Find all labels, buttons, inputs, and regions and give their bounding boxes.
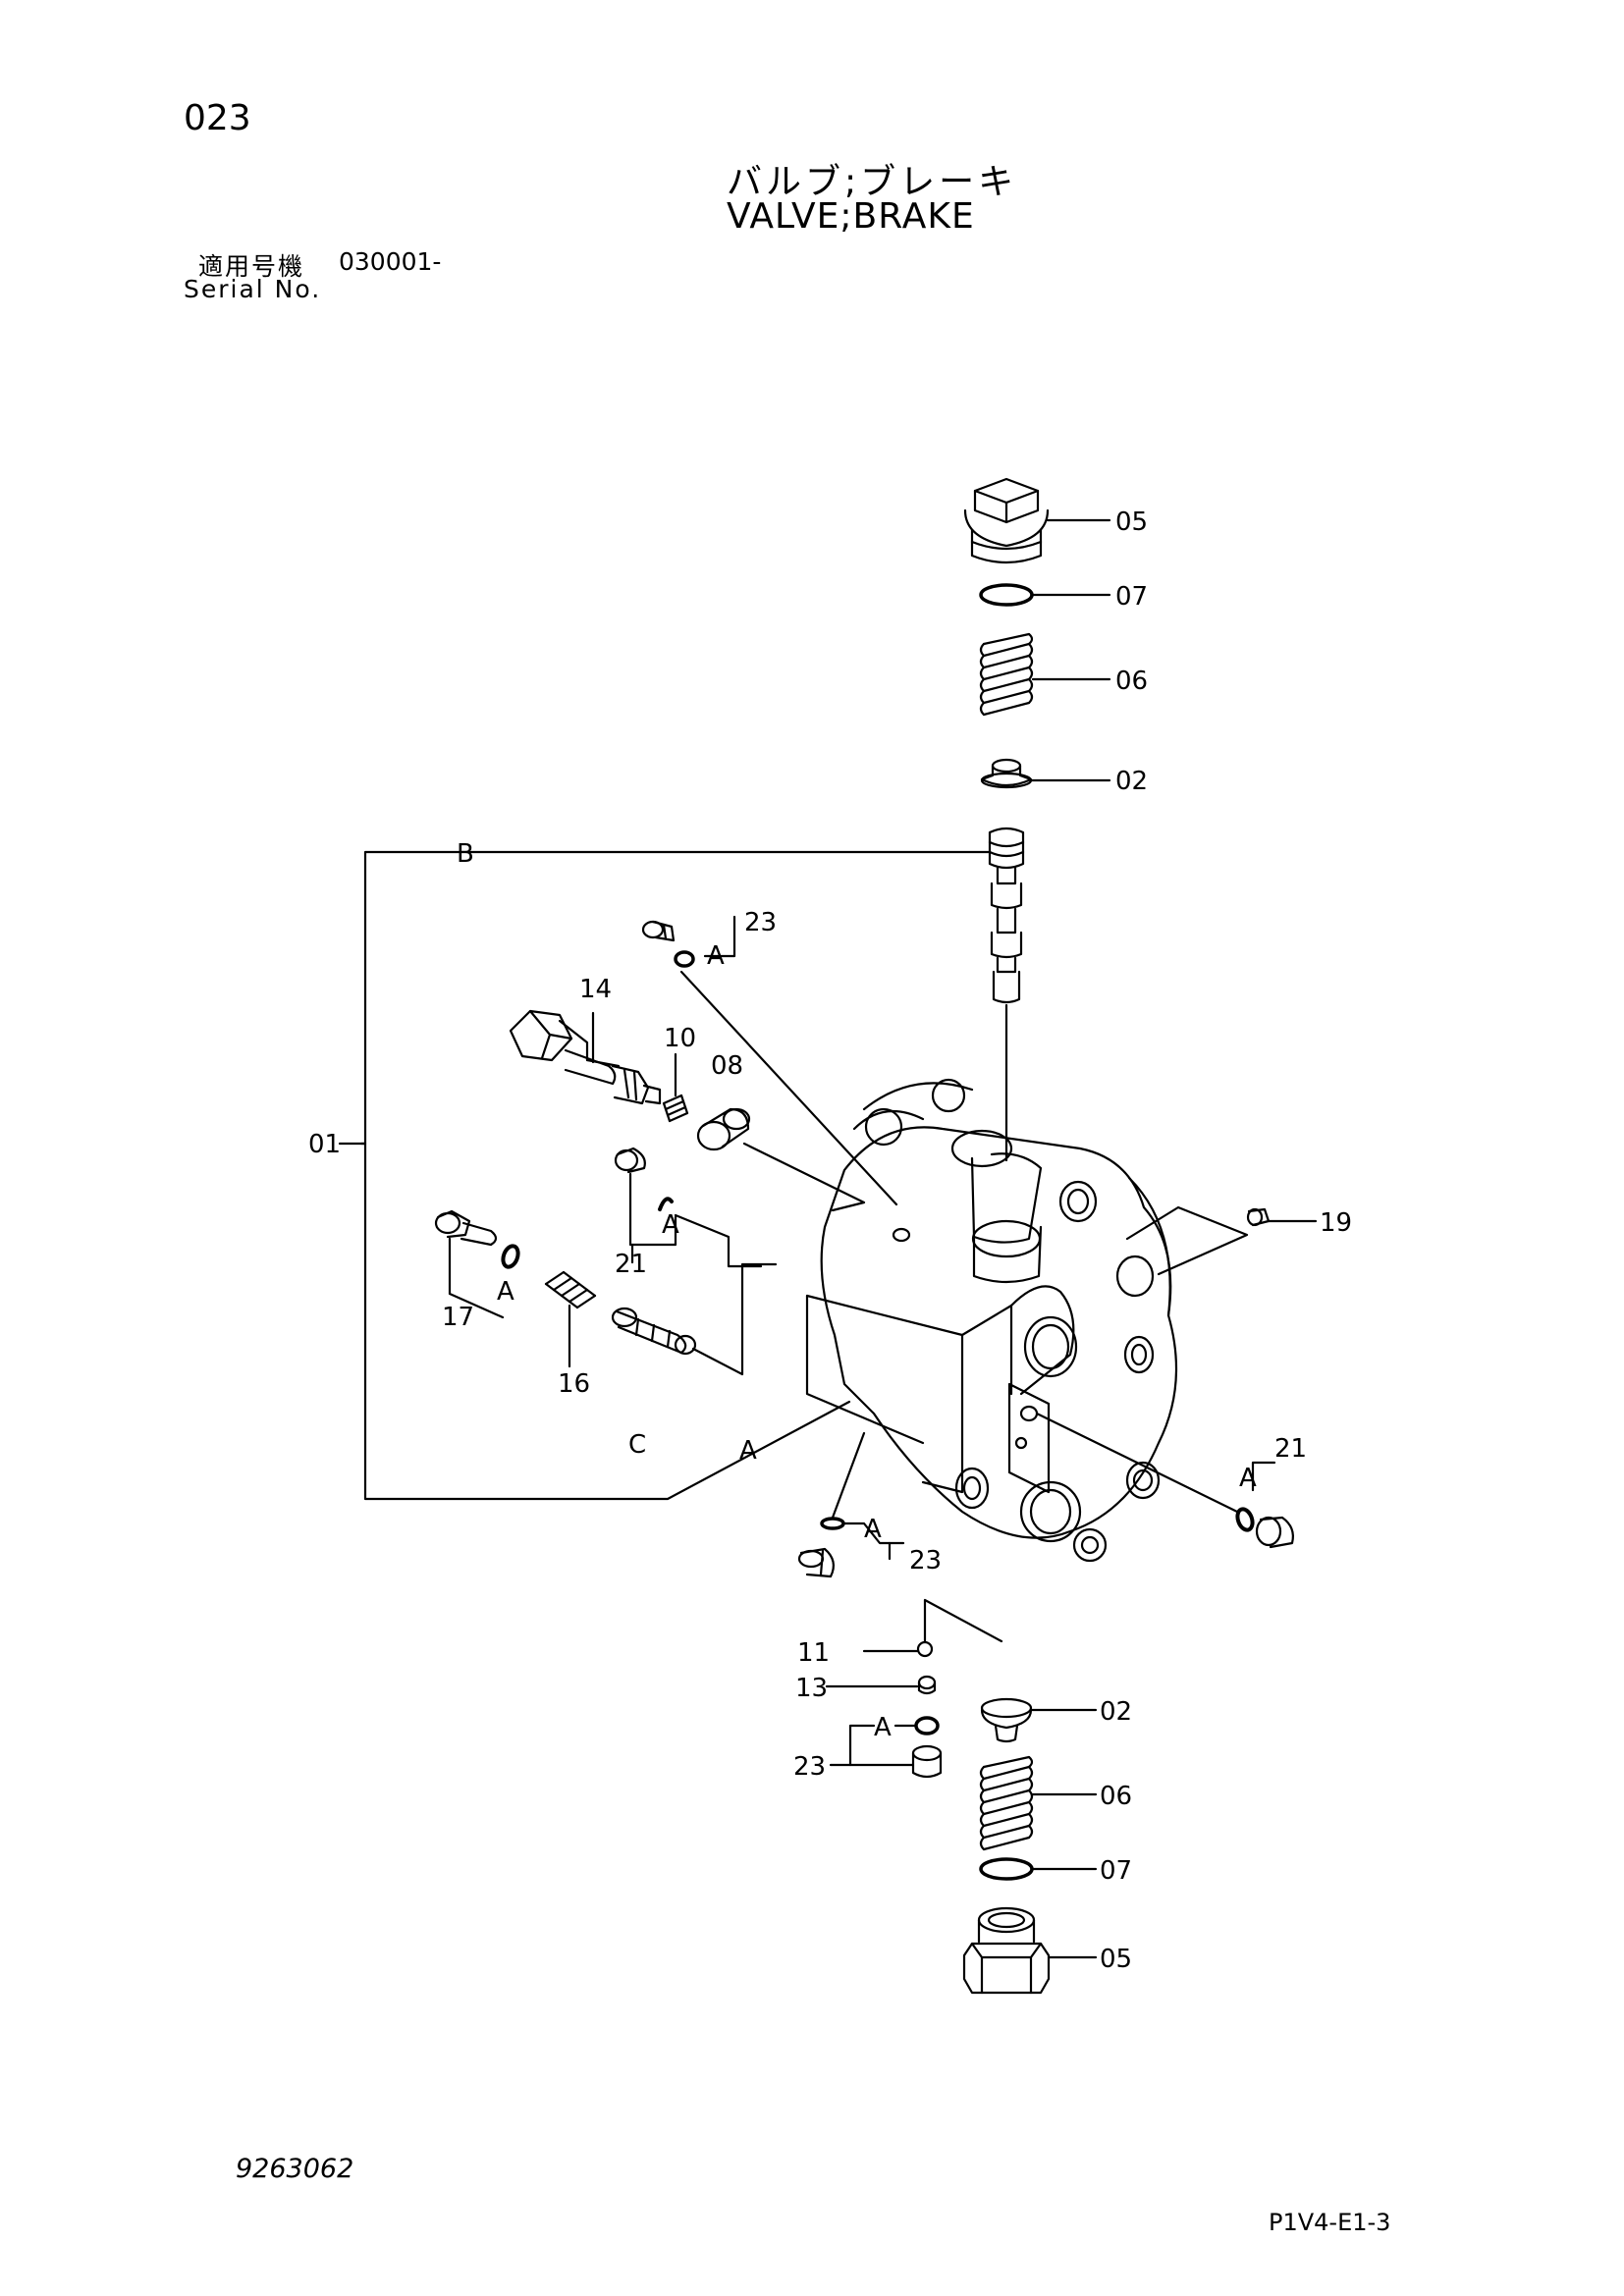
- seat-02-top: [980, 758, 1033, 789]
- callout-11: 11: [797, 1638, 830, 1668]
- plug-23-top: [641, 920, 676, 942]
- callout-08: 08: [711, 1051, 743, 1081]
- plug-23-mid: [797, 1547, 836, 1578]
- spring-10: [662, 1094, 689, 1123]
- callout-a-21-right: A: [1239, 1464, 1257, 1493]
- plug-13: [917, 1675, 937, 1695]
- callout-05-top: 05: [1115, 507, 1148, 537]
- callout-23-mid: 23: [909, 1546, 942, 1575]
- callout-b: B: [457, 839, 474, 869]
- callout-a-23-low: A: [874, 1713, 892, 1742]
- leader-16-body: [691, 1262, 778, 1376]
- callout-21-left: 21: [615, 1250, 647, 1279]
- o-ring-23-top: [674, 950, 695, 968]
- pin-17: [434, 1209, 498, 1247]
- sleeve-08: [696, 1107, 751, 1151]
- ball-11: [916, 1640, 934, 1658]
- o-ring-23-mid: [820, 1517, 845, 1530]
- serial-label: Serial No.: [184, 275, 322, 303]
- leader-19-body: [1125, 1205, 1249, 1276]
- relief-valve-14: [509, 1009, 662, 1105]
- callout-21-right: 21: [1274, 1434, 1307, 1464]
- callout-02-bottom: 02: [1100, 1697, 1132, 1727]
- serial-label-japanese: 適用号機: [198, 252, 305, 281]
- page-number: 023: [184, 98, 251, 138]
- frame-line-01: [363, 850, 992, 1501]
- spool-16: [611, 1307, 697, 1356]
- page-title-japanese: バルブ;ブレーキ: [727, 162, 1018, 202]
- serial-number-value: 030001-: [339, 247, 442, 276]
- callout-07-top: 07: [1115, 582, 1148, 612]
- callout-16: 16: [558, 1369, 590, 1399]
- callout-05-bottom: 05: [1100, 1945, 1132, 1974]
- page-code: P1V4-E1-3: [1269, 2209, 1391, 2236]
- plug-21-right: [1255, 1516, 1294, 1549]
- spring-16: [544, 1270, 597, 1309]
- o-ring-21-right: [1235, 1507, 1255, 1532]
- spring-06-top: [979, 632, 1034, 717]
- leader-23-mid: [831, 1431, 866, 1520]
- leader-08: [742, 1142, 866, 1212]
- callout-19: 19: [1320, 1208, 1352, 1238]
- callout-a-23-mid: A: [864, 1515, 882, 1544]
- callout-23-low: 23: [793, 1752, 826, 1782]
- callout-a-21-left: A: [662, 1210, 679, 1240]
- leader-17: [448, 1237, 505, 1319]
- brake-valve-body: [805, 1078, 1178, 1563]
- callout-17: 17: [442, 1303, 474, 1332]
- seat-02-bottom: [980, 1697, 1033, 1743]
- bracket-23-low: [848, 1724, 917, 1767]
- o-ring-17: [501, 1244, 520, 1269]
- bracket-23-mid: [842, 1522, 905, 1545]
- bracket-23-top: [703, 915, 736, 958]
- callout-23-top: 23: [744, 908, 777, 937]
- plug-05-top: [963, 477, 1050, 564]
- o-ring-07-bottom: [979, 1857, 1034, 1881]
- leader-21-right-body: [1035, 1412, 1239, 1514]
- leader-11-body: [923, 1598, 1003, 1643]
- callout-a-17: A: [497, 1277, 514, 1307]
- spring-06-bottom: [979, 1755, 1034, 1851]
- plug-19: [1246, 1207, 1271, 1227]
- callout-06-bottom: 06: [1100, 1782, 1132, 1811]
- valve-spool-top: [988, 827, 1025, 1004]
- o-ring-21-left: [658, 1197, 674, 1211]
- callout-10: 10: [664, 1024, 696, 1053]
- plug-05-bottom: [962, 1906, 1051, 1995]
- leader-21-left-body: [674, 1213, 763, 1268]
- callout-06-top: 06: [1115, 667, 1148, 696]
- callout-13: 13: [795, 1674, 828, 1703]
- callout-c: C: [628, 1430, 646, 1460]
- o-ring-23-low: [914, 1716, 940, 1735]
- callout-a-23-top: A: [707, 941, 725, 971]
- callout-a-frame: A: [739, 1436, 757, 1466]
- plug-21-left: [614, 1147, 646, 1174]
- plug-23-low: [911, 1744, 943, 1779]
- bracket-21-right: [1251, 1461, 1276, 1492]
- callout-01: 01: [308, 1130, 341, 1159]
- o-ring-07-top: [979, 583, 1034, 607]
- bracket-21-left: [628, 1172, 677, 1247]
- callout-02-top: 02: [1115, 767, 1148, 796]
- callout-14: 14: [579, 975, 612, 1004]
- drawing-number: 9263062: [236, 2154, 354, 2184]
- leader-23-top: [679, 970, 898, 1206]
- callout-07-bottom: 07: [1100, 1856, 1132, 1886]
- page-title: VALVE;BRAKE: [727, 196, 975, 237]
